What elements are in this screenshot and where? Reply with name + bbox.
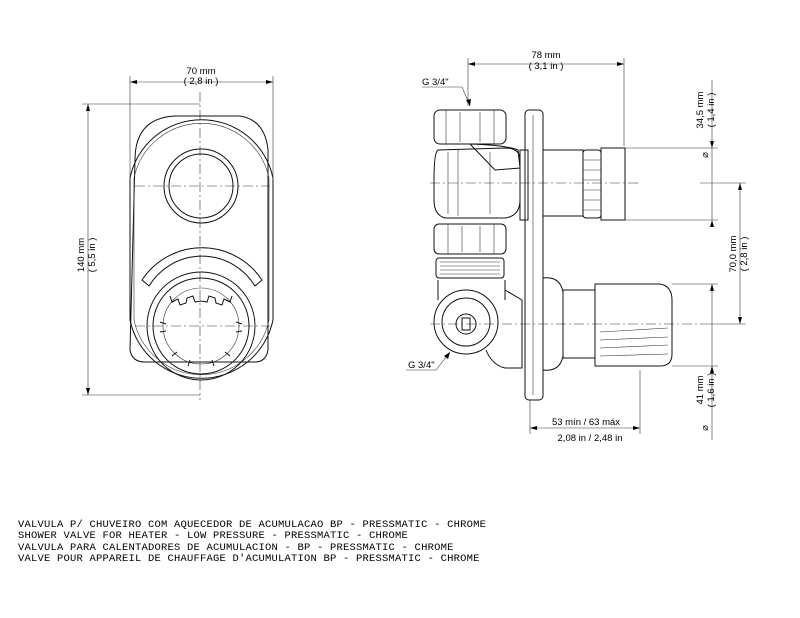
bottom-connection-port: [433, 289, 499, 355]
upper-diameter-mm: 34,5 mm: [695, 91, 706, 128]
push-button: [163, 148, 239, 224]
front-height-dimension: 140 mm ( 5,5 in ): [76, 103, 200, 396]
upper-diameter-dimension: ⌀ 34,5 mm ( 1,4 in ): [625, 80, 718, 227]
front-height-in: ( 5,5 in ): [87, 238, 98, 273]
temperature-scale: [141, 247, 263, 287]
spacing-mm: 70,0 mm: [728, 235, 739, 272]
front-view: 70 mm ( 2,8 in ) 140 mm ( 5,5 in ): [76, 66, 274, 400]
side-depth-mm: 78 mm: [531, 50, 560, 61]
mixing-knob: [146, 271, 256, 381]
upper-diameter-in: ( 1,4 in ): [706, 93, 717, 128]
front-width-dimension: 70 mm ( 2,8 in ): [129, 66, 274, 180]
lower-diameter-symbol: ⌀: [700, 425, 711, 431]
top-connection-callout: G 3/4": [422, 77, 471, 107]
faceplate-outline: [129, 119, 274, 379]
product-caption: VALVULA P/ CHUVEIRO COM AQUECEDOR DE ACU…: [18, 519, 778, 566]
install-depth-mm: 53 mín / 63 máx: [552, 417, 620, 428]
bottom-connection-callout: G 3/4": [406, 351, 451, 371]
technical-drawing: 70 mm ( 2,8 in ) 140 mm ( 5,5 in ): [76, 50, 750, 444]
lower-cartridge: [542, 277, 673, 371]
spacing-dimension: 70,0 mm ( 2,8 in ): [700, 182, 750, 325]
caption-line-es: VALVULA PARA CALENTADORES DE ACUMULACION…: [18, 541, 454, 554]
caption-line-fr: VALVE POUR APPAREIL DE CHAUFFAGE D'ACUMU…: [18, 553, 480, 566]
upper-cartridge: [430, 147, 640, 221]
front-width-in: ( 2,8 in ): [184, 76, 219, 87]
caption-line-en: SHOWER VALVE FOR HEATER - LOW PRESSURE -…: [18, 530, 409, 543]
upper-diameter-symbol: ⌀: [700, 152, 711, 158]
front-width-mm: 70 mm: [186, 66, 215, 77]
valve-body-upper: [433, 147, 529, 221]
side-depth-dimension: 78 mm ( 3,1 in ): [467, 50, 625, 146]
top-connection: [433, 109, 521, 171]
middle-hex-fitting: [433, 223, 507, 279]
caption-line-pt: VALVULA P/ CHUVEIRO COM AQUECEDOR DE ACU…: [18, 519, 487, 531]
lower-diameter-in: ( 1,6 in ): [706, 373, 717, 408]
valve-body-lower: [430, 280, 700, 369]
spacing-in: ( 2,8 in ): [739, 237, 750, 272]
install-depth-dimension: 53 mín / 63 máx 2,08 in / 2,48 in: [529, 370, 641, 444]
lower-diameter-dimension: ⌀ 41 mm ( 1,6 in ): [672, 283, 718, 440]
side-view: 78 mm ( 3,1 in ) G 3/4" G 3/4" ⌀ 34,5 mm…: [406, 50, 750, 444]
bottom-connection-label: G 3/4": [408, 360, 435, 371]
top-connection-label: G 3/4": [422, 77, 449, 88]
side-depth-in: ( 3,1 in ): [529, 61, 564, 72]
install-depth-in: 2,08 in / 2,48 in: [558, 433, 623, 444]
front-height-mm: 140 mm: [76, 238, 87, 272]
lower-diameter-mm: 41 mm: [695, 375, 706, 404]
